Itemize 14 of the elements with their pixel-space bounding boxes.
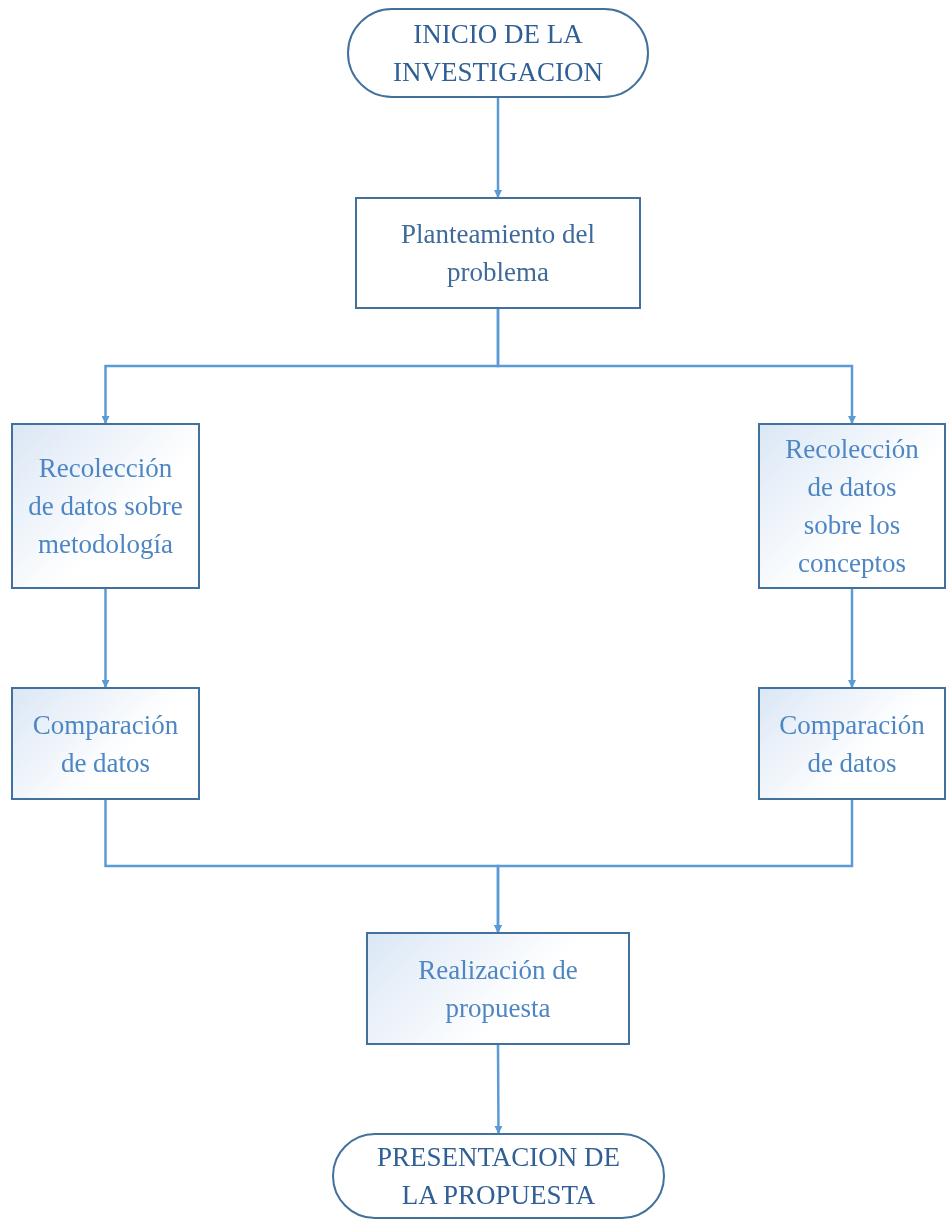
process-box: Comparación de datos — [758, 687, 946, 800]
arrow — [496, 309, 856, 424]
process-box: Recolección de datos sobre los conceptos — [758, 423, 946, 589]
arrow — [494, 1045, 503, 1134]
arrow — [494, 98, 502, 198]
arrow — [848, 589, 856, 688]
arrow — [494, 800, 854, 933]
process-box: Comparación de datos — [11, 687, 200, 800]
terminal-pill: PRESENTACION DE LA PROPUESTA — [332, 1133, 665, 1219]
terminal-pill: INICIO DE LA INVESTIGACION — [347, 8, 649, 98]
arrow — [101, 589, 110, 688]
process-box: Recolección de datos sobre metodología — [11, 423, 200, 589]
process-box: Planteamiento del problema — [355, 197, 641, 309]
process-box: Realización de propuesta — [366, 932, 630, 1045]
